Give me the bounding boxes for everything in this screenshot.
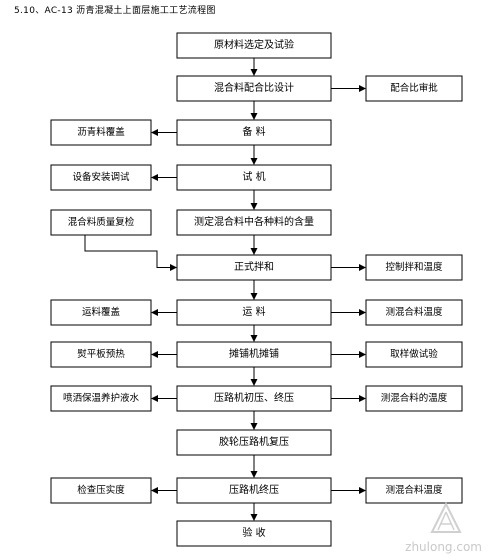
main-step-label: 压路机终压 [229,483,279,496]
right-note-2: 控制拌和温度 [365,254,463,281]
main-step-box [176,477,332,504]
left-note-box [50,209,152,236]
main-step-11: 压路机终压 [176,477,332,504]
right-note-box [365,254,463,281]
main-step-box [176,119,332,146]
main-step-9: 压路机初压、终压 [176,385,332,412]
left-note-box [50,119,152,146]
left-note-label: 混合料质量复检 [68,216,135,228]
main-step-box [176,429,332,456]
right-note-4: 取样做试验 [365,341,463,368]
left-note-6: 喷洒保温养护液水 [50,385,152,412]
left-note-connector [84,235,177,271]
main-step-7: 运 料 [176,299,332,326]
main-step-label: 压路机初压、终压 [214,391,294,404]
main-step-label: 验 收 [242,526,265,539]
left-note-label: 检查压实度 [77,484,125,496]
main-step-label: 正式拌和 [234,260,274,273]
main-step-label: 混合料配合比设计 [214,81,294,94]
main-step-1: 原材料选定及试验 [176,32,332,59]
main-step-box [176,164,332,191]
main-step-box [176,209,332,236]
right-note-3: 测混合料温度 [365,299,463,326]
main-step-4: 试 机 [176,164,332,191]
left-note-box [50,341,152,368]
main-step-3: 备 料 [176,119,332,146]
right-note-label: 测混合料的温度 [381,392,448,404]
left-note-5: 熨平板预热 [50,341,152,368]
right-note-box [365,385,463,412]
main-step-10: 胶轮压路机复压 [176,429,332,456]
right-note-box [365,477,463,504]
flow-connectors [84,58,366,521]
right-note-box [365,75,463,102]
main-step-12: 验 收 [176,520,332,547]
left-note-3: 混合料质量复检 [50,209,152,236]
main-step-box [176,341,332,368]
left-note-4: 运料覆盖 [50,299,152,326]
main-step-label: 摊铺机摊铺 [229,347,279,360]
main-step-box [176,520,332,547]
right-note-5: 测混合料的温度 [365,385,463,412]
left-note-label: 沥青料覆盖 [77,126,125,138]
right-note-1: 配合比审批 [365,75,463,102]
right-note-label: 测混合料温度 [385,306,443,318]
right-note-box [365,341,463,368]
watermark-text: zhulong.com [405,540,482,554]
right-note-box [365,299,463,326]
main-step-5: 测定混合料中各种料的含量 [176,209,332,236]
left-note-label: 熨平板预热 [77,348,125,360]
right-note-label: 取样做试验 [390,348,438,360]
left-note-box [50,299,152,326]
right-note-6: 测混合料温度 [365,477,463,504]
main-step-box [176,299,332,326]
left-note-box [50,477,152,504]
diagram-title: 5.10、AC-13 沥青混凝土上面层施工工艺流程图 [14,6,216,16]
main-step-label: 运 料 [242,305,265,318]
main-step-label: 测定混合料中各种料的含量 [194,215,314,228]
right-note-label: 测混合料温度 [385,484,443,496]
left-note-label: 运料覆盖 [82,306,121,318]
main-step-box [176,32,332,59]
left-note-1: 沥青料覆盖 [50,119,152,146]
main-step-label: 备 料 [242,125,265,138]
left-note-2: 设备安装调试 [50,164,152,191]
left-note-7: 检查压实度 [50,477,152,504]
left-note-label: 喷洒保温养护液水 [63,392,140,404]
left-note-box [50,164,152,191]
main-step-box [176,254,332,281]
main-step-2: 混合料配合比设计 [176,75,332,102]
right-note-label: 配合比审批 [390,82,438,94]
main-step-8: 摊铺机摊铺 [176,341,332,368]
main-step-label: 胶轮压路机复压 [219,435,289,448]
main-step-6: 正式拌和 [176,254,332,281]
left-note-label: 设备安装调试 [72,171,130,183]
left-note-box [50,385,152,412]
main-step-box [176,75,332,102]
main-step-box [176,385,332,412]
watermark-logo-icon [430,502,462,533]
main-step-label: 原材料选定及试验 [214,38,294,51]
main-step-label: 试 机 [242,170,265,183]
right-note-label: 控制拌和温度 [385,261,443,273]
